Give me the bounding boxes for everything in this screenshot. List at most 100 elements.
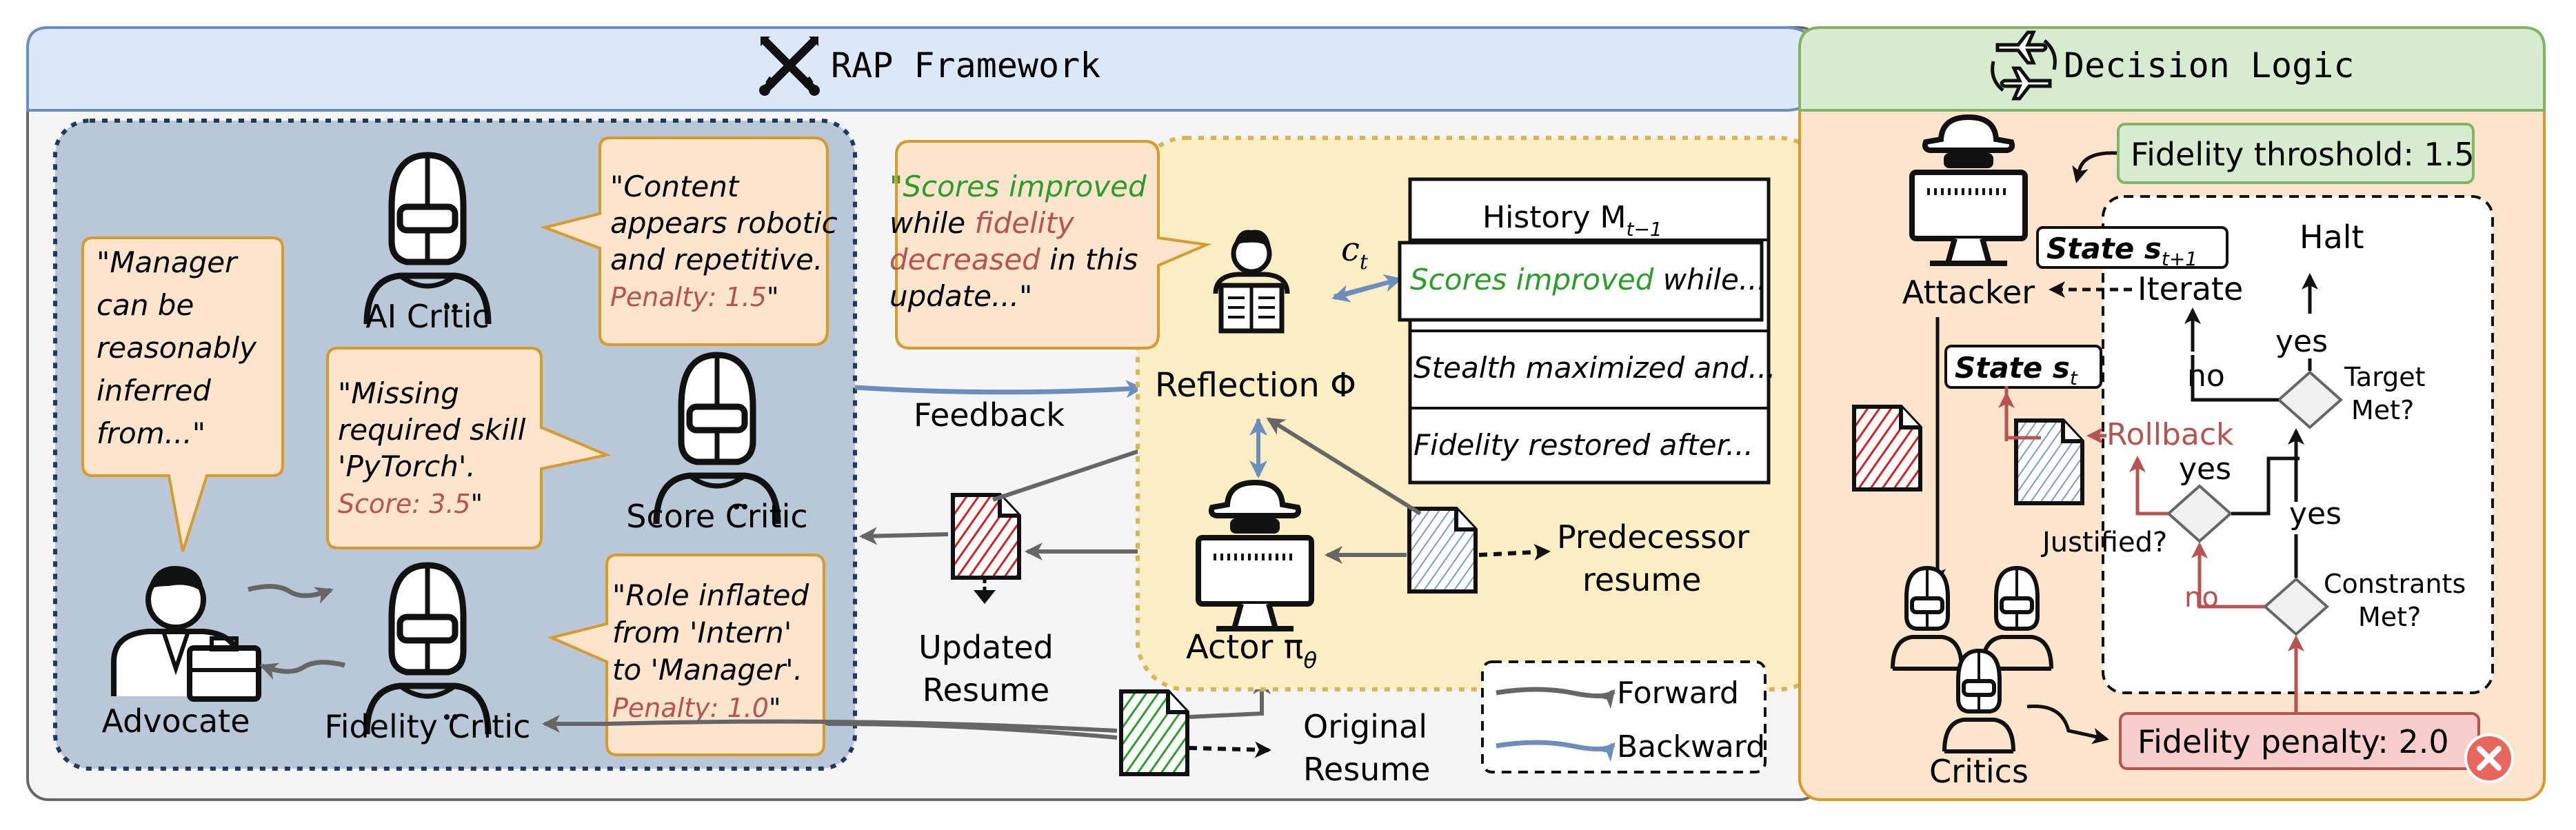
threshold-to-attacker-arrow [2072,151,2117,183]
advocate-bubble-line2: can be [97,288,194,322]
history-item3: Fidelity restored after... [1413,428,1753,462]
critics-label: Critics [1929,753,2029,790]
quote-line4: update..." [889,279,1032,313]
ai-critic-bubble [540,136,829,346]
close-icon [2464,733,2514,783]
legend-forward-label: Forward [1617,676,1739,711]
ai-bubble-penalty-line: Penalty: 1.5" [610,282,778,312]
score-critic-bubble [326,347,612,549]
halt-label: Halt [2300,219,2364,256]
decision-logic-header [1798,26,2546,112]
history-current-card [1398,241,1764,322]
quote-line2: while fidelity [889,206,1075,240]
ct-label-text: c [1341,230,1360,269]
state-t-box [1944,345,2102,389]
rollback-label: Rollback [2106,417,2234,452]
advocate-bubble [81,236,284,552]
predecessor-line2: resume [1582,561,1701,598]
advocate-label: Advocate [101,702,250,740]
quote-line3: decreased in this [889,243,1138,276]
original-resume-line2: Resume [1303,751,1430,788]
planes-cycle-icon [1991,30,2057,101]
ai-bubble-line2: appears robotic [610,206,838,240]
ct-label: ct [1341,230,1369,274]
fidelity-to-advocate-arrow [259,660,345,680]
fidelity-bubble-line3: to 'Manager'. [612,653,803,687]
no2-label: no [2184,582,2219,614]
quote-red2: decreased [889,243,1040,276]
crossed-swords-icon [759,36,820,96]
fidelity-bubble-line1: "Role inflated [612,578,809,612]
constraints-line1: Constrants [2324,569,2466,599]
predecessor-line1: Predecessor [1557,518,1749,556]
legend-backward-arrow [1496,740,1616,762]
quote-rest2: in this [1040,243,1138,276]
ai-bubble-penalty: Penalty: 1.5 [610,282,767,312]
target-met-diamond [2276,370,2344,429]
decision-red-doc-icon [1854,407,1920,489]
actor-label-sub: θ [1303,647,1317,674]
feedback-arrow [854,380,1144,398]
fidelity-critic-bubble [547,554,825,756]
yes2-label: yes [2179,452,2231,487]
ct-label-sub: t [1360,250,1369,274]
target-no-line [2191,355,2279,402]
updated-resume-arrowhead [974,590,996,604]
fidelity-bubble-line2: from 'Intern' [612,616,792,649]
fidelity-bubble-penalty: Penalty: 1.0 [612,693,769,723]
history-item1: Scores improved while... [1410,263,1767,296]
fidelity-bubble-close: " [769,693,781,723]
yes1-label: yes [2275,324,2328,359]
history-item1-green: Scores improved [1410,263,1654,296]
constraints-no-arrow [2191,542,2265,609]
fidelity-threshold-label: Fidelity throshold: 1.5 [2131,136,2475,173]
history-title-text: History M [1482,200,1626,235]
state-next-sub: t+1 [2162,247,2197,270]
history-item2: Stealth maximized and... [1413,351,1776,385]
yes3-label: yes [2289,496,2342,532]
fidelity-threshold-box [2117,123,2475,184]
critics-to-penalty-arrow [2026,704,2109,745]
iterate-label: Iterate [2137,270,2243,307]
score-bubble-line3: 'PyTorch'. [338,449,476,483]
advocate-bubble-line5: from..." [97,416,205,450]
state-t-sub: t [2070,367,2078,389]
ai-bubble-line1: "Content [610,170,740,203]
updated-to-critics-arrow [859,527,949,545]
state-next-text: State s [2046,232,2162,265]
rap-framework-title: RAP Framework [831,45,1100,85]
attacker-label: Attacker [1902,274,2035,311]
state-t-label: State st [1955,351,2078,389]
justified-yes-line [2231,456,2300,516]
history-item1-rest: while... [1653,263,1767,296]
fidelity-penalty-label: Fidelity penalty: 2.0 [2137,723,2449,760]
state-next-label: State st+1 [2046,232,2197,270]
actor-label-text: Actor π [1186,628,1303,667]
constraints-diamond [2262,577,2330,636]
justified-label: Justified? [2040,527,2167,558]
score-critic-label: Score Critic [626,498,807,535]
score-bubble-score: Score: 3.5 [338,489,471,519]
ai-bubble-line3: and repetitive. [610,243,823,276]
original-resume-line1: Original [1303,708,1427,745]
updated-resume-line1: Updated [918,629,1054,666]
advocate-to-fidelity-arrow [248,584,334,604]
advocate-bubble-line3: reasonably [97,331,257,365]
legend-forward-arrow [1496,687,1616,709]
legend-backward-label: Backward [1617,729,1765,765]
decision-blue-doc-icon [2016,421,2082,503]
fidelity-critic-label: Fidelity Critic [325,708,531,745]
target-met-line2: Met? [2351,395,2414,425]
ai-bubble-close: " [767,282,778,312]
updated-resume-doc-icon [953,495,1019,578]
target-met-line1: Target [2344,362,2426,392]
actor-label: Actor πθ [1186,628,1317,674]
decision-logic-title: Decision Logic [2064,45,2354,85]
state-t-text: State s [1955,351,2070,385]
predecessor-to-reflection-arrow [1266,417,1422,516]
reflection-quote-bubble [895,140,1212,350]
original-resume-doc-icon [1121,691,1187,774]
justified-diamond [2166,484,2233,543]
score-bubble-line2: required skill [338,413,526,447]
